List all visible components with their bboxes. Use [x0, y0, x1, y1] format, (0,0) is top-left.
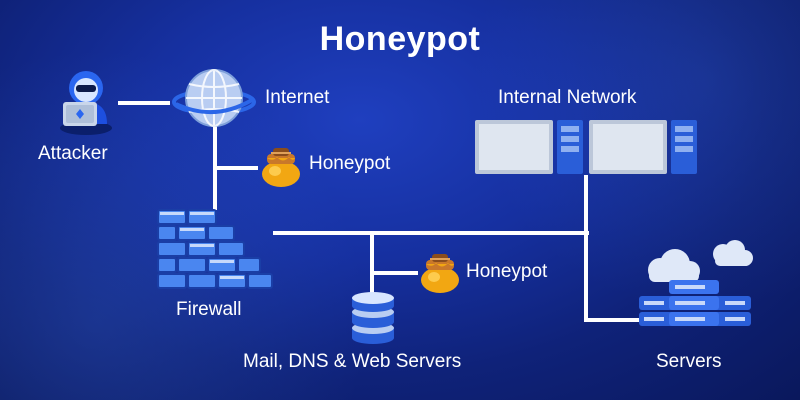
attacker-label: Attacker: [38, 143, 108, 164]
server-cloud-icon: [635, 240, 755, 340]
hacker-icon: [55, 66, 117, 136]
honeypot-mid-label: Honeypot: [466, 261, 548, 282]
connector-to-honeypot-mid: [370, 271, 418, 275]
globe-icon: [172, 64, 256, 134]
desktop-computer-icon: [475, 118, 700, 176]
connector-to-honeypot-top: [213, 166, 258, 170]
honey-jar-icon: [418, 250, 462, 294]
servers-label: Servers: [656, 351, 722, 372]
connector-firewall-backbone: [273, 231, 589, 235]
mail-servers-label: Mail, DNS & Web Servers: [243, 351, 462, 372]
honeypot-top-label: Honeypot: [309, 153, 391, 174]
server-stack-icon: [350, 292, 396, 346]
page-title: Honeypot: [319, 20, 481, 58]
honey-jar-icon: [259, 144, 303, 188]
brick-wall-icon: [156, 208, 274, 294]
firewall-label: Firewall: [176, 299, 242, 320]
connector-servers: [584, 318, 639, 322]
internal-network-label: Internal Network: [498, 87, 637, 108]
internet-label: Internet: [265, 87, 330, 108]
connector-internal-network: [584, 175, 588, 322]
connector-attacker-internet: [118, 101, 170, 105]
connector-mail-branch: [370, 231, 374, 297]
